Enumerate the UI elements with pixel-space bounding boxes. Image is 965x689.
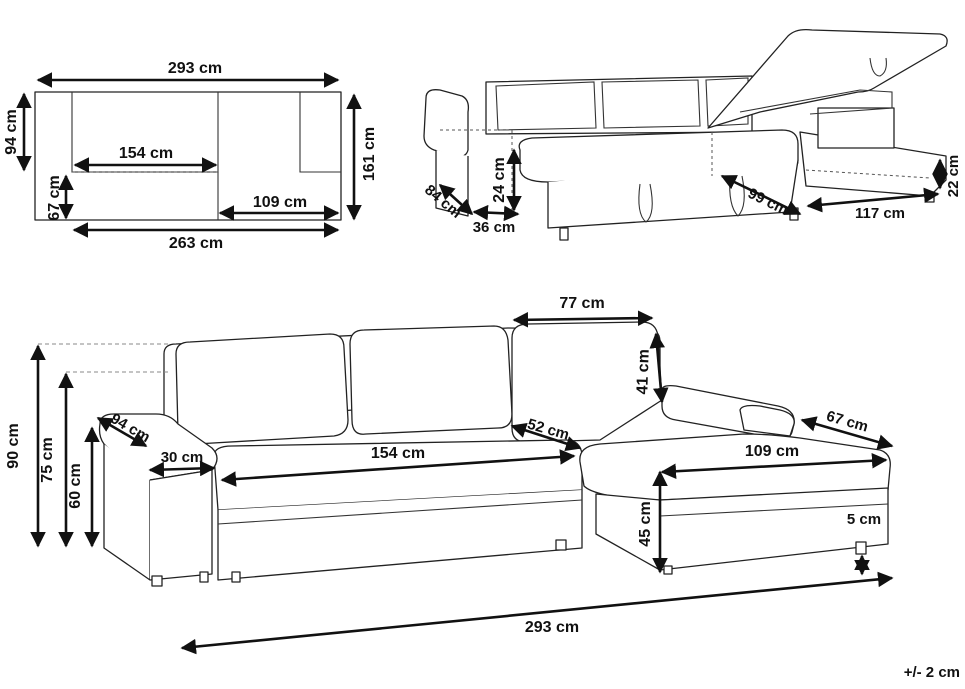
chaise-base (659, 487, 889, 571)
plan-base-width-label: 263 cm (169, 235, 223, 252)
seat-width-label: 154 cm (371, 445, 425, 462)
chaise-depth-label: 67 cm (824, 408, 870, 436)
plan-depth-left-label: 94 cm (3, 109, 20, 154)
plan-view: 293 cm 94 cm 154 cm 161 cm 67 cm 109 cm … (3, 60, 378, 252)
open-storage-height-label: 22 cm (945, 155, 962, 198)
storage-compartment (817, 107, 895, 149)
open-storage-length-line (806, 187, 940, 213)
open-arm-width-line (472, 204, 520, 222)
chaise-width-label: 109 cm (745, 443, 799, 460)
front-view: 77 cm 41 cm 94 cm 30 cm 154 cm 52 cm 67 … (5, 295, 894, 655)
plan-chaise-width-label: 109 cm (253, 194, 307, 211)
seat-width-line (220, 449, 576, 487)
arm-width-label: 30 cm (161, 449, 204, 466)
back-cushion-2 (349, 325, 513, 435)
open-arm-depth-line (438, 183, 474, 216)
open-storage-length-label: 117 cm (855, 205, 905, 222)
back-cushion-1 (175, 333, 349, 445)
tolerance-note: +/- 2 cm (904, 664, 960, 681)
open-bed-extension-line (720, 174, 802, 216)
seat-depth-line (510, 422, 582, 452)
chaise-width-line (660, 452, 888, 480)
chaise-lifted-lid (707, 28, 948, 129)
plan-overall-width-label: 293 cm (168, 60, 222, 77)
bed-pull-strap (638, 183, 653, 223)
bed-left-arm (423, 89, 470, 158)
back-depth-label: 77 cm (559, 295, 604, 312)
arm-width-line (148, 460, 216, 478)
overall-width-line (180, 571, 894, 655)
total-height-label: 90 cm (5, 423, 22, 468)
open-arm-height-label: 24 cm (491, 157, 508, 202)
arm-depth-line (96, 416, 148, 448)
main-seat-base (217, 490, 583, 581)
seat-height-label: 60 cm (67, 463, 84, 508)
plan-total-depth-label: 161 cm (361, 127, 378, 181)
back-depth-line (512, 310, 654, 328)
plan-seat-width-label: 154 cm (119, 145, 173, 162)
chaise-depth-line (800, 416, 894, 450)
back-height-label: 41 cm (634, 349, 653, 395)
overall-width-label: 293 cm (525, 619, 579, 636)
chaise-height-label: 45 cm (637, 501, 654, 546)
plan-outline (34, 91, 342, 221)
open-bed-view: 24 cm 84 cm 36 cm 99 cm 117 cm 22 cm (421, 28, 962, 241)
open-arm-width-label: 36 cm (473, 219, 516, 236)
plan-front-depth-label: 67 cm (46, 175, 63, 220)
leg-height-label: 5 cm (847, 511, 881, 528)
back-height-line (649, 332, 669, 404)
arm-height-label: 75 cm (39, 437, 56, 482)
